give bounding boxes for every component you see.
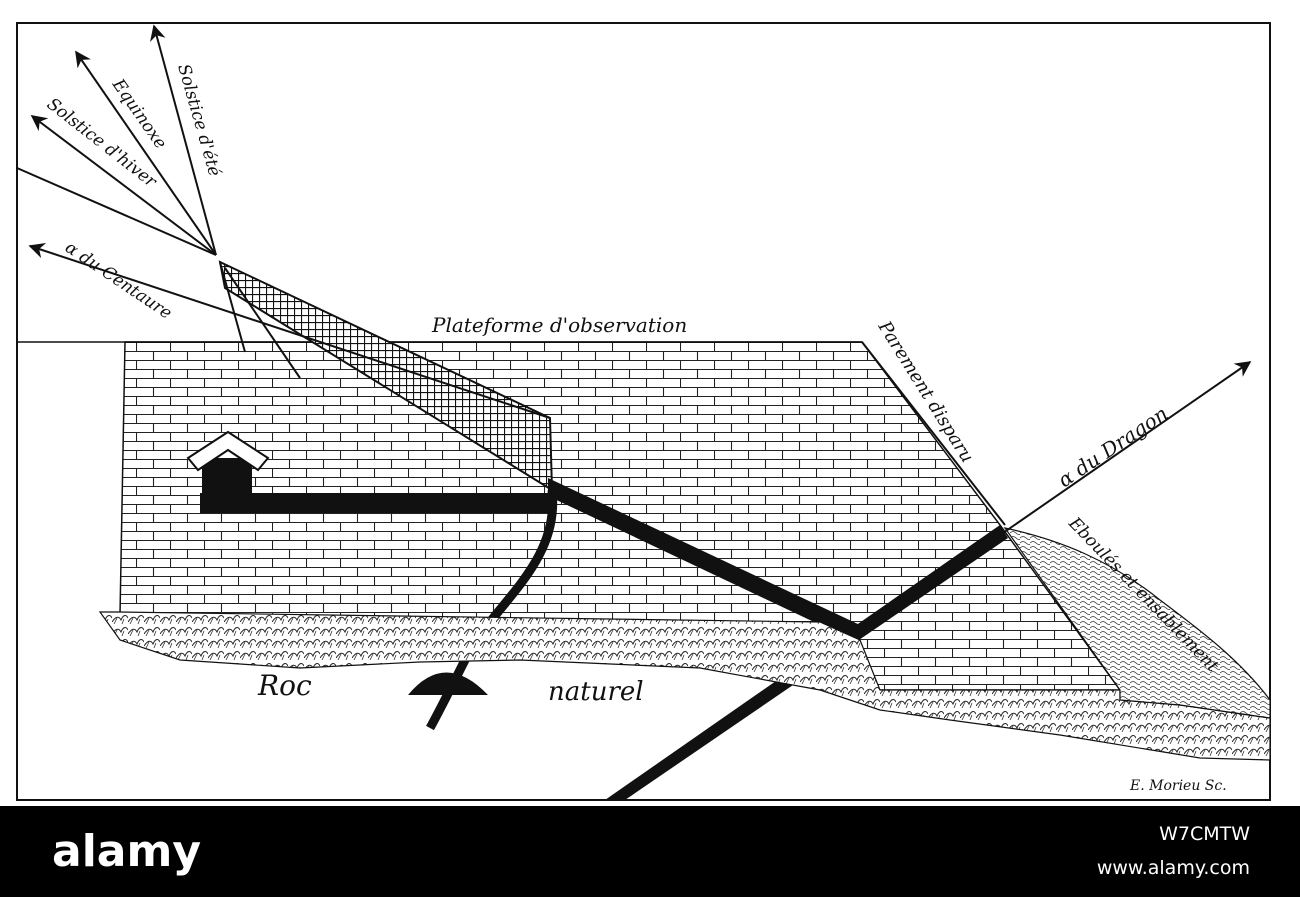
- engraver-signature: E. Morieu Sc.: [1129, 778, 1227, 794]
- sight-lines: [16, 24, 1252, 633]
- watermark-bar: [0, 806, 1300, 897]
- dragon-line: [859, 361, 1252, 633]
- watermark-site: www.alamy.com: [1097, 857, 1250, 879]
- solstice-ete-line: [150, 24, 217, 256]
- label-roc: Roc: [257, 669, 312, 702]
- natural-rock: [98, 611, 1271, 761]
- subterranean-chamber: [408, 672, 488, 695]
- watermark-brand: alamy: [52, 826, 201, 877]
- slot-edge-b: [224, 267, 301, 379]
- ascending-passage: [548, 478, 860, 640]
- label-naturel: naturel: [548, 677, 644, 707]
- slot-edge-a: [219, 261, 246, 353]
- horizon-ray: [16, 167, 217, 256]
- debris-and-sand: [1003, 527, 1271, 719]
- solstice-hiver-line: [30, 115, 217, 256]
- watermark-image-id: W7CMTW: [1159, 823, 1250, 845]
- equinoxe-line: [75, 50, 217, 256]
- centaure-line: [28, 242, 551, 419]
- missing-casing-line: [861, 341, 1006, 526]
- queens-chamber: [202, 458, 252, 513]
- label-plateforme: Plateforme d'observation: [431, 313, 687, 337]
- horizontal-passage: [200, 493, 552, 513]
- chamber-roof: [186, 430, 270, 472]
